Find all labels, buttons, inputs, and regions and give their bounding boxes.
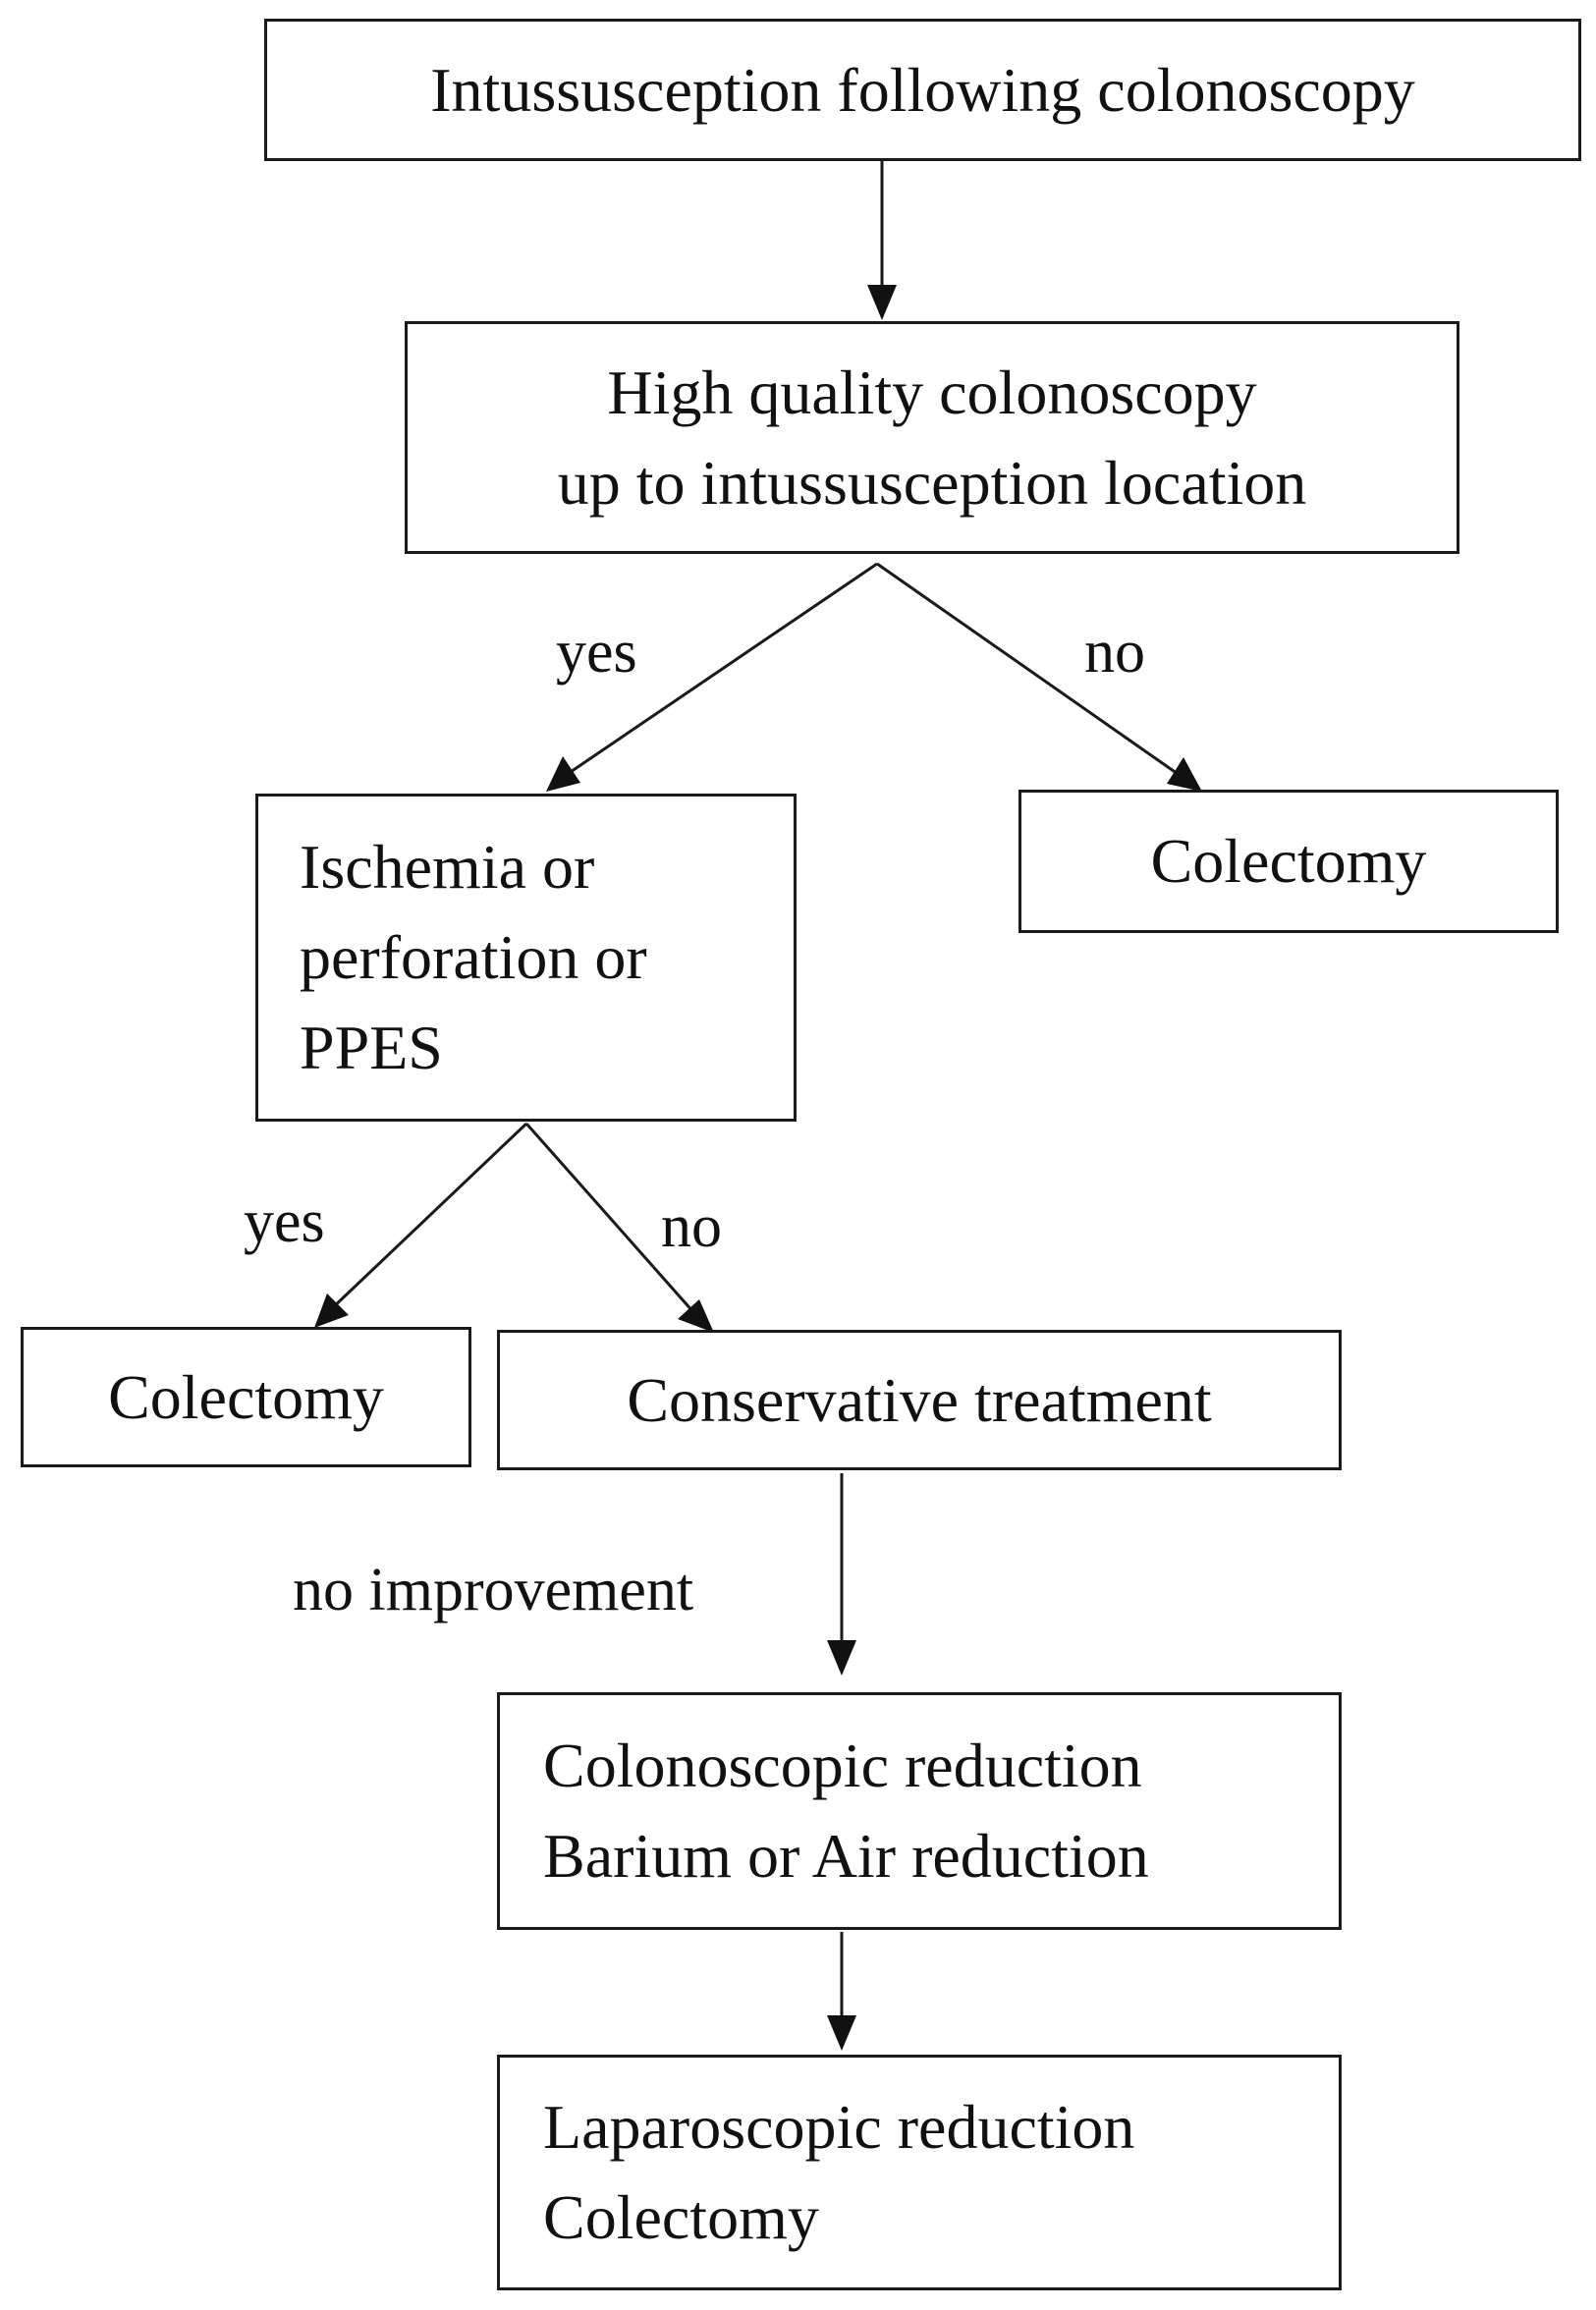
arrowhead-start-to-hq — [867, 285, 897, 320]
node-text: Colectomy — [108, 1361, 384, 1432]
edge-label-yes: yes — [244, 1188, 325, 1255]
edge-hq-to-ischemia — [564, 562, 878, 778]
node-colonoscopic-reduction: Colonoscopic reduction Barium or Air red… — [497, 1692, 1342, 1930]
node-laparoscopic-reduction: Laparoscopic reduction Colectomy — [497, 2055, 1342, 2290]
edge-ischemia-to-conservative — [524, 1123, 703, 1322]
edge-label-no: no — [661, 1193, 722, 1260]
node-high-quality-colonoscopy: High quality colonoscopy up to intussusc… — [405, 321, 1459, 554]
edge-ischemia-to-colectomy-left — [327, 1122, 528, 1313]
node-intussusception-following-colonoscopy: Intussusception following colonoscopy — [264, 19, 1581, 161]
arrowhead-reduction-to-laparoscopic — [827, 2015, 856, 2051]
node-text: Ischemia or — [300, 832, 595, 902]
arrowhead-conservative-to-reduction — [827, 1640, 856, 1676]
node-text: perforation or — [300, 922, 647, 992]
node-text: Colectomy — [543, 2182, 819, 2252]
node-text: up to intussusception location — [557, 447, 1307, 518]
arrowhead-ischemia-to-conservative — [678, 1299, 714, 1333]
node-text: PPES — [300, 1013, 443, 1082]
edge-label-no: no — [1084, 619, 1145, 686]
node-text: Conservative treatment — [627, 1364, 1212, 1435]
node-text: Laparoscopic reduction — [543, 2092, 1135, 2162]
node-colectomy-left: Colectomy — [21, 1327, 471, 1467]
node-text: Intussusception following colonoscopy — [430, 54, 1415, 125]
node-conservative-treatment: Conservative treatment — [497, 1330, 1342, 1470]
arrowhead-ischemia-to-colectomy-left — [314, 1293, 349, 1328]
arrowhead-hq-to-ischemia — [546, 756, 580, 792]
node-text: Colectomy — [1150, 826, 1427, 896]
node-ischemia-or-perforation-or-ppes: Ischemia or perforation or PPES — [255, 794, 797, 1122]
node-text: Colonoscopic reduction — [543, 1731, 1142, 1800]
node-colectomy-right: Colectomy — [1018, 790, 1559, 933]
arrowhead-hq-to-colectomy-right — [1167, 757, 1202, 792]
node-text: High quality colonoscopy — [607, 357, 1257, 427]
node-text: Barium or Air reduction — [543, 1821, 1149, 1891]
edge-hq-to-colectomy-right — [876, 562, 1182, 778]
edge-label-yes: yes — [556, 619, 637, 686]
edge-label-no-improvement: no improvement — [293, 1557, 694, 1623]
